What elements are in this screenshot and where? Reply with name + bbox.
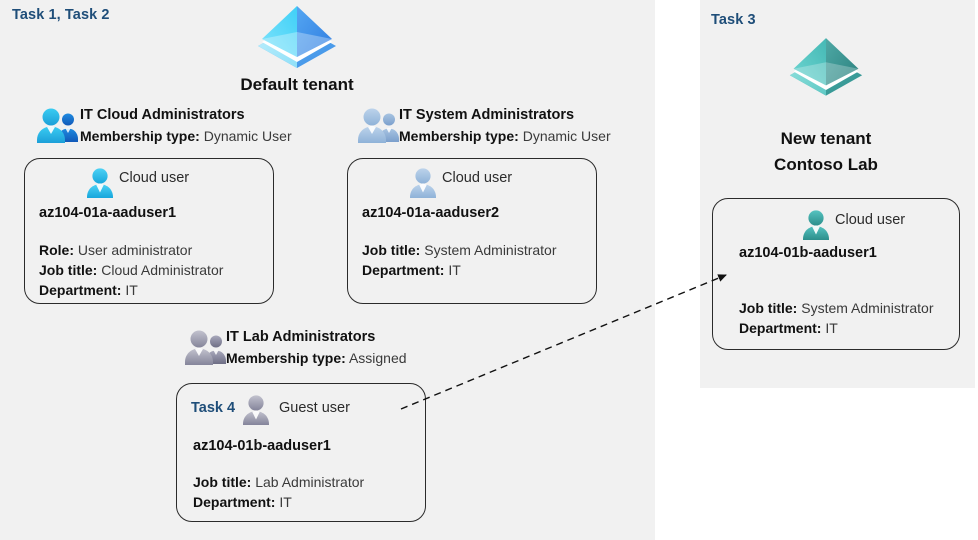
card-attr-label: Department: (362, 261, 445, 278)
card-attr-label: Department: (739, 319, 822, 336)
card-attr-value: IT (125, 281, 138, 298)
group-membership-cloud-admins: Membership type: Dynamic User (80, 126, 292, 146)
card-attr-value: Lab Administrator (255, 474, 365, 490)
card-attr-department: Department: IT (362, 261, 557, 281)
user-card-az104-01b-aaduser1[interactable]: Cloud user az104-01b-aaduser1 Job title:… (712, 198, 960, 350)
group-heading-lab-admins: IT Lab Administrators Membership type: A… (226, 328, 407, 368)
card-user-id: az104-01b-aaduser1 (193, 438, 331, 454)
card-attributes: Job title: System Administrator Departme… (362, 241, 557, 281)
card-user-type-label: Cloud user (119, 170, 190, 186)
card-user-type-label: Cloud user (442, 170, 513, 186)
new-tenant-name: New tenant Contoso Lab (726, 126, 926, 177)
group-users-icon-cloud-admins (36, 106, 82, 151)
group-users-icon-system-admins (357, 106, 403, 151)
card-attr-department: Department: IT (39, 281, 223, 301)
card-attr-label: Job title: (39, 261, 98, 278)
card-attr-value: System Administrator (801, 300, 934, 316)
group-title-system-admins: IT System Administrators (399, 107, 575, 123)
card-attributes: Role: User administrator Job title: Clou… (39, 241, 223, 301)
cloud-user-icon (85, 167, 115, 203)
group-membership-value: Assigned (348, 349, 407, 366)
card-user-type-label: Cloud user (835, 212, 906, 228)
card-attr-label: Job title: (193, 474, 252, 490)
card-user-id: az104-01a-aaduser2 (362, 205, 500, 221)
card-attributes: Job title: System Administrator Departme… (739, 299, 934, 339)
user-card-guest-az104-01b-aaduser1[interactable]: Task 4 Guest user az104-01b-aaduser1 Job… (176, 383, 426, 522)
card-user-id: az104-01a-aaduser1 (39, 205, 177, 221)
cloud-user-icon (408, 167, 438, 203)
card-attr-value: System Administrator (424, 242, 557, 258)
card-attr-label: Department: (39, 281, 122, 298)
group-membership-label: Membership type: (399, 127, 519, 144)
azure-ad-tenant-pyramid-icon-default (256, 2, 338, 68)
card-attr-value: Cloud Administrator (101, 261, 224, 278)
card-attr-jobtitle: Job title: System Administrator (362, 241, 557, 261)
cloud-user-icon (801, 209, 831, 245)
card-attr-value: IT (279, 493, 292, 510)
user-card-az104-01a-aaduser1[interactable]: Cloud user az104-01a-aaduser1 Role: User… (24, 158, 274, 304)
azure-ad-tenant-pyramid-icon-new (788, 34, 864, 96)
card-attr-jobtitle: Job title: Lab Administrator (193, 473, 364, 493)
user-card-az104-01a-aaduser2[interactable]: Cloud user az104-01a-aaduser2 Job title:… (347, 158, 597, 304)
group-membership-lab-admins: Membership type: Assigned (226, 348, 407, 368)
card-attr-value: IT (448, 261, 461, 278)
card-attr-label: Role: (39, 242, 74, 258)
task-label-4: Task 4 (191, 400, 236, 416)
group-title-lab-admins: IT Lab Administrators (226, 329, 376, 345)
guest-user-icon (241, 394, 271, 430)
card-attr-value: IT (825, 319, 838, 336)
group-membership-label: Membership type: (226, 349, 346, 366)
card-user-id: az104-01b-aaduser1 (739, 245, 877, 261)
card-attributes: Job title: Lab Administrator Department:… (193, 473, 364, 513)
group-heading-cloud-admins: IT Cloud Administrators Membership type:… (80, 106, 292, 146)
new-tenant-name-line1: New tenant (780, 129, 872, 148)
card-attr-jobtitle: Job title: System Administrator (739, 299, 934, 319)
new-tenant-name-line2: Contoso Lab (774, 154, 878, 174)
task-label-1-2: Task 1, Task 2 (12, 7, 110, 23)
card-attr-label: Job title: (362, 242, 421, 258)
group-membership-label: Membership type: (80, 127, 200, 144)
card-attr-role: Role: User administrator (39, 241, 223, 261)
default-tenant-name: Default tenant (240, 75, 354, 94)
card-attr-value: User administrator (77, 242, 193, 258)
card-user-type-label: Guest user (279, 400, 350, 416)
card-attr-label: Department: (193, 493, 276, 510)
card-attr-department: Department: IT (739, 319, 934, 339)
card-attr-jobtitle: Job title: Cloud Administrator (39, 261, 223, 281)
group-membership-system-admins: Membership type: Dynamic User (399, 126, 611, 146)
card-attr-label: Job title: (739, 300, 798, 316)
group-users-icon-lab-admins (184, 328, 230, 373)
group-title-cloud-admins: IT Cloud Administrators (80, 107, 245, 123)
group-heading-system-admins: IT System Administrators Membership type… (399, 106, 611, 146)
group-membership-value: Dynamic User (203, 127, 292, 144)
group-membership-value: Dynamic User (522, 127, 611, 144)
card-attr-department: Department: IT (193, 493, 364, 513)
task-label-3: Task 3 (711, 12, 756, 28)
